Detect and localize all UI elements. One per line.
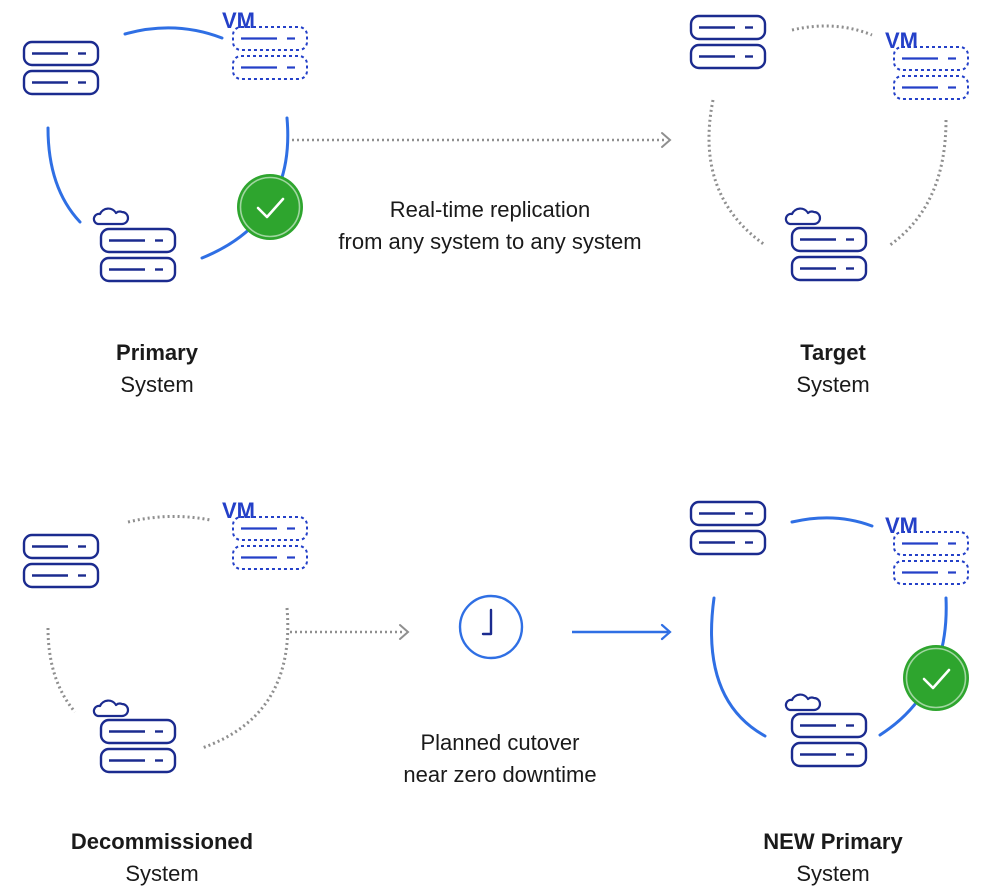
server-stack-icon — [689, 14, 767, 70]
cloud-server-icon — [92, 207, 177, 283]
vm-server-icon: VM — [885, 28, 970, 101]
server-stack-icon — [689, 500, 767, 556]
primary-title: Primary — [116, 340, 198, 365]
vm-server-icon: VM — [885, 513, 970, 586]
target-ring-arc-top — [791, 24, 873, 37]
arrow-right-icon — [572, 623, 672, 641]
new-primary-subtitle: System — [796, 861, 870, 886]
decommissioned-system-label: Decommissioned System — [37, 826, 287, 890]
new-primary-system-label: NEW Primary System — [708, 826, 958, 890]
check-circle-icon — [901, 643, 971, 713]
cloud-server-icon — [784, 693, 868, 768]
decommissioned-title: Decommissioned — [70, 829, 254, 854]
primary-system-cluster: VM — [22, 8, 309, 283]
target-system-label: Target System — [733, 337, 933, 401]
cutover-caption-line2: near zero downtime — [403, 762, 597, 787]
target-system-cluster: VM — [689, 14, 970, 282]
vm-label: VM — [222, 8, 255, 33]
new-primary-system-cluster: VM — [689, 500, 971, 768]
new-ring-arc-top — [790, 516, 874, 528]
cutover-caption-line1: Planned cutover — [420, 730, 580, 755]
cloud-server-icon — [784, 207, 868, 282]
vm-server-icon: VM — [222, 8, 309, 81]
primary-ring-arc-left — [46, 126, 82, 224]
new-ring-arc-left — [710, 596, 767, 738]
target-ring-arc-right — [889, 119, 948, 247]
vm-label: VM — [222, 498, 255, 523]
replication-caption-line2: from any system to any system — [338, 229, 642, 254]
cloud-server-icon — [92, 699, 177, 774]
target-title: Target — [800, 340, 866, 365]
server-stack-icon — [22, 40, 100, 96]
vm-label: VM — [885, 28, 918, 53]
primary-subtitle: System — [120, 372, 194, 397]
vm-server-icon: VM — [222, 498, 309, 571]
replication-caption: Real-time replication from any system to… — [290, 194, 690, 258]
arrow-right-icon — [290, 624, 410, 640]
old-ring-arc-left — [46, 627, 77, 713]
clock-icon — [458, 594, 524, 660]
target-ring-arc-left — [707, 99, 766, 247]
replication-caption-line1: Real-time replication — [389, 197, 591, 222]
server-stack-icon — [22, 533, 100, 589]
target-subtitle: System — [796, 372, 870, 397]
decommissioned-system-cluster: VM — [22, 498, 309, 774]
cutover-caption: Planned cutover near zero downtime — [300, 727, 700, 791]
decommissioned-subtitle: System — [125, 861, 199, 886]
primary-system-label: Primary System — [57, 337, 257, 401]
new-primary-title: NEW Primary — [763, 829, 903, 854]
primary-ring-arc-top — [123, 26, 224, 40]
arrow-right-icon — [292, 132, 672, 148]
vm-label: VM — [885, 513, 918, 538]
old-ring-arc-right — [201, 607, 290, 750]
old-ring-arc-top — [127, 514, 211, 524]
